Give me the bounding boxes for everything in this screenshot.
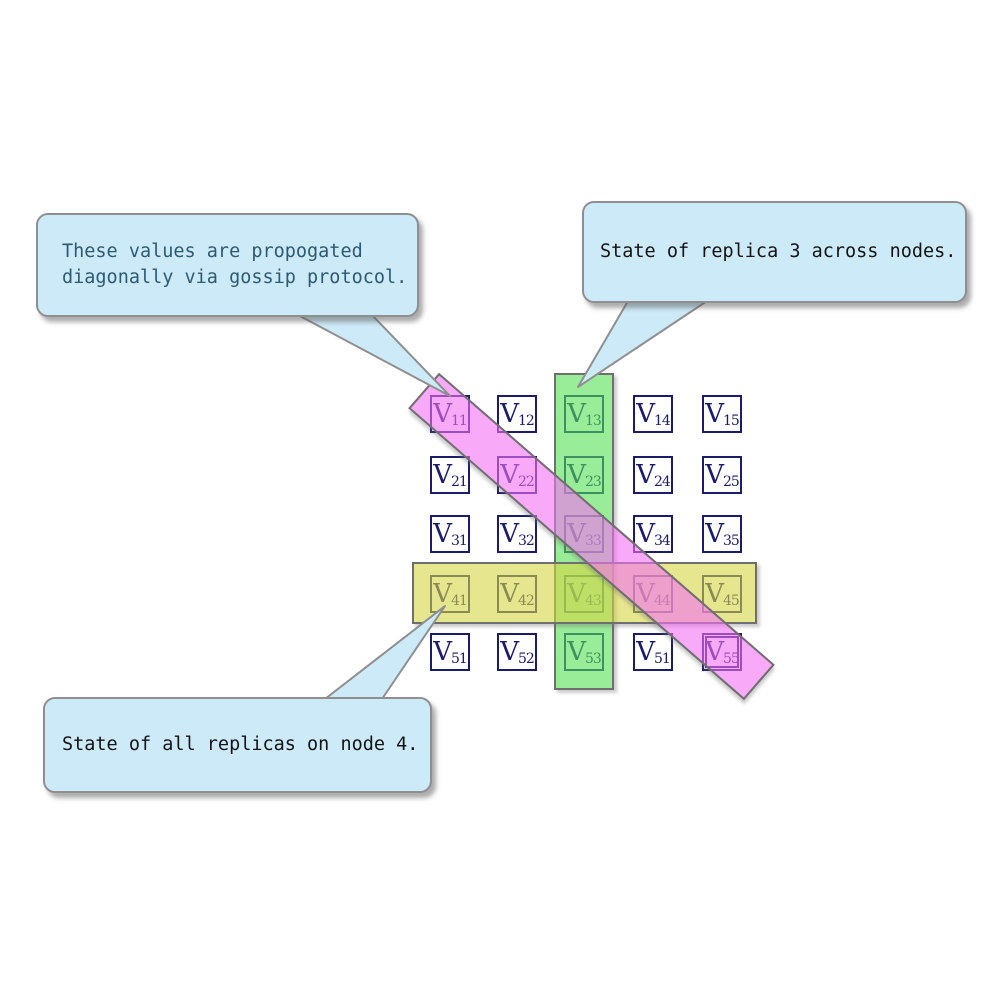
callout-text-line: These values are propogated: [62, 241, 363, 263]
cell-subscript: 51: [450, 651, 468, 667]
callout-text-line: diagonally via gossip protocol.: [62, 267, 408, 288]
cell-label: V: [500, 519, 519, 549]
cell-subscript: 21: [450, 474, 468, 490]
cell-label: V: [500, 399, 519, 429]
callout-node-4-row: State of all replicas on node 4.: [43, 697, 432, 793]
cell-subscript: 52: [517, 651, 535, 667]
cell-subscript: 14: [653, 413, 671, 429]
callout-replica-3-column: State of replica 3 across nodes.: [582, 201, 967, 303]
cell-label: V: [636, 519, 655, 549]
cell-subscript: 34: [653, 533, 671, 549]
cell-label: V: [636, 399, 655, 429]
callout-text-line: State of all replicas on node 4.: [62, 734, 419, 756]
cell-label: V: [705, 519, 724, 549]
callout-gossip-diagonal: These values are propogated diagonally v…: [36, 213, 419, 317]
callout-text-line: State of replica 3 across nodes.: [600, 241, 957, 263]
cell-label: V: [636, 637, 655, 667]
cell-label: V: [433, 519, 452, 549]
pointer-gossip-callout: [297, 314, 451, 397]
cell-label: V: [433, 460, 452, 490]
cell-subscript: 35: [722, 533, 740, 549]
cell-label: V: [433, 637, 452, 667]
cell-label: V: [705, 460, 724, 490]
cell-subscript: 31: [450, 533, 468, 549]
cell-label: V: [500, 637, 519, 667]
cell-subscript: 51: [653, 651, 671, 667]
cell-subscript: 12: [517, 413, 535, 429]
cell-label: V: [705, 399, 724, 429]
cell-label: V: [636, 460, 655, 490]
cell-subscript: 32: [517, 533, 535, 549]
cell-subscript: 24: [653, 474, 671, 490]
cell-subscript: 15: [722, 413, 740, 429]
cell-subscript: 25: [722, 474, 740, 490]
